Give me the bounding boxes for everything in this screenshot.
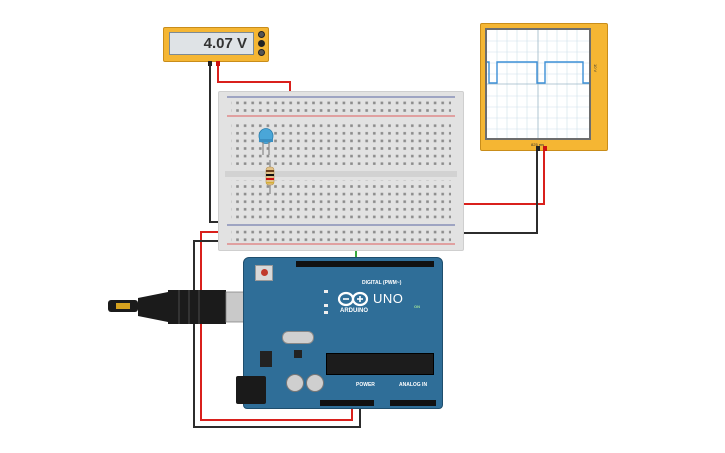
crystal-oscillator	[282, 331, 314, 344]
voltage-regulator	[260, 351, 272, 367]
multimeter[interactable]: 4.07 V	[163, 27, 269, 66]
oscilloscope-screen	[485, 28, 591, 140]
scope-black-wire[interactable]	[456, 150, 538, 234]
atmega-chip	[326, 353, 434, 375]
reset-button-cap	[260, 269, 268, 276]
scope-terminal-red[interactable]	[543, 146, 547, 151]
oscilloscope-time-label: 825 ms	[531, 142, 545, 147]
arduino-uno-board[interactable]: DIGITAL (PWM~) ARDUINO UNO ON POWER ANAL…	[236, 257, 443, 409]
digital-header[interactable]	[296, 261, 434, 267]
probe-terminal-red[interactable]	[216, 61, 220, 66]
analog-in-label: ANALOG IN	[399, 382, 428, 388]
multimeter-reading: 4.07 V	[203, 35, 247, 52]
digital-pwm-label: DIGITAL (PWM~)	[362, 280, 402, 286]
resistor[interactable]	[264, 160, 276, 194]
scope-terminal-black[interactable]	[536, 146, 540, 151]
arduino-5v-red-wire[interactable]	[200, 231, 353, 421]
mode-v-icon[interactable]	[258, 40, 265, 47]
oscilloscope-trace	[487, 61, 589, 84]
multimeter-display: 4.07 V	[169, 32, 254, 55]
mode-a-icon[interactable]	[258, 31, 265, 38]
power-jack[interactable]	[236, 376, 266, 404]
breadboard-holes	[225, 96, 457, 245]
arduino-gnd-black-wire[interactable]	[193, 240, 361, 428]
oscilloscope-scale-label: 10 V	[593, 64, 598, 73]
mode-ohm-icon[interactable]	[258, 49, 265, 56]
on-led-label: ON	[414, 304, 420, 309]
oscilloscope-grid	[487, 30, 589, 138]
analog-header[interactable]	[390, 400, 436, 406]
oscilloscope[interactable]: 10 V 825 ms	[480, 23, 608, 151]
reset-button[interactable]	[255, 265, 273, 281]
arduino-logo-icon	[337, 291, 369, 307]
power-header[interactable]	[320, 400, 374, 406]
capacitor-1	[286, 374, 304, 392]
uno-model-label: UNO	[373, 291, 404, 306]
rx-led	[324, 311, 328, 314]
arduino-brand: ARDUINO	[340, 308, 368, 314]
breadboard[interactable]	[218, 91, 464, 251]
capacitor-2	[306, 374, 324, 392]
probe-terminal-black[interactable]	[208, 61, 212, 66]
tx-led	[324, 304, 328, 307]
led[interactable]	[257, 127, 275, 157]
small-chip	[294, 350, 302, 358]
power-label: POWER	[356, 382, 375, 388]
l-led	[324, 290, 328, 293]
